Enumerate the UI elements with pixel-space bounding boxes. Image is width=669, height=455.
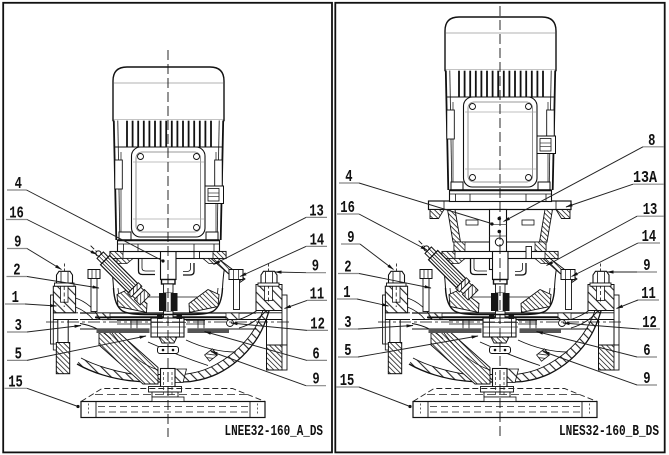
svg-text:3: 3 bbox=[15, 317, 22, 336]
svg-text:9: 9 bbox=[643, 370, 650, 389]
svg-text:15: 15 bbox=[8, 373, 23, 392]
svg-text:LNES32-160_B_DS: LNES32-160_B_DS bbox=[559, 424, 659, 440]
svg-text:11: 11 bbox=[641, 285, 656, 304]
svg-text:12: 12 bbox=[642, 314, 657, 333]
svg-text:3: 3 bbox=[344, 314, 351, 333]
svg-text:9: 9 bbox=[643, 257, 650, 276]
svg-text:14: 14 bbox=[642, 228, 657, 247]
svg-text:2: 2 bbox=[13, 262, 20, 281]
svg-text:12: 12 bbox=[310, 315, 325, 334]
svg-text:8: 8 bbox=[648, 132, 655, 151]
svg-text:5: 5 bbox=[344, 342, 351, 361]
svg-text:2: 2 bbox=[344, 259, 351, 278]
svg-text:4: 4 bbox=[15, 175, 22, 194]
svg-text:9: 9 bbox=[312, 371, 319, 390]
svg-text:14: 14 bbox=[310, 231, 325, 250]
svg-text:13: 13 bbox=[309, 202, 324, 221]
svg-text:9: 9 bbox=[347, 229, 354, 248]
svg-text:1: 1 bbox=[12, 289, 19, 308]
svg-text:16: 16 bbox=[340, 199, 355, 218]
svg-text:5: 5 bbox=[15, 345, 22, 364]
svg-text:11: 11 bbox=[310, 285, 325, 304]
svg-text:9: 9 bbox=[312, 258, 319, 277]
svg-text:13: 13 bbox=[643, 201, 658, 220]
svg-text:1: 1 bbox=[343, 284, 350, 303]
svg-text:6: 6 bbox=[643, 342, 650, 361]
svg-text:16: 16 bbox=[9, 205, 24, 224]
svg-text:LNEE32-160_A_DS: LNEE32-160_A_DS bbox=[225, 424, 324, 440]
svg-text:15: 15 bbox=[340, 372, 355, 391]
svg-text:4: 4 bbox=[345, 168, 352, 187]
svg-text:6: 6 bbox=[312, 345, 319, 364]
svg-text:13A: 13A bbox=[633, 169, 658, 188]
svg-text:9: 9 bbox=[14, 234, 21, 253]
